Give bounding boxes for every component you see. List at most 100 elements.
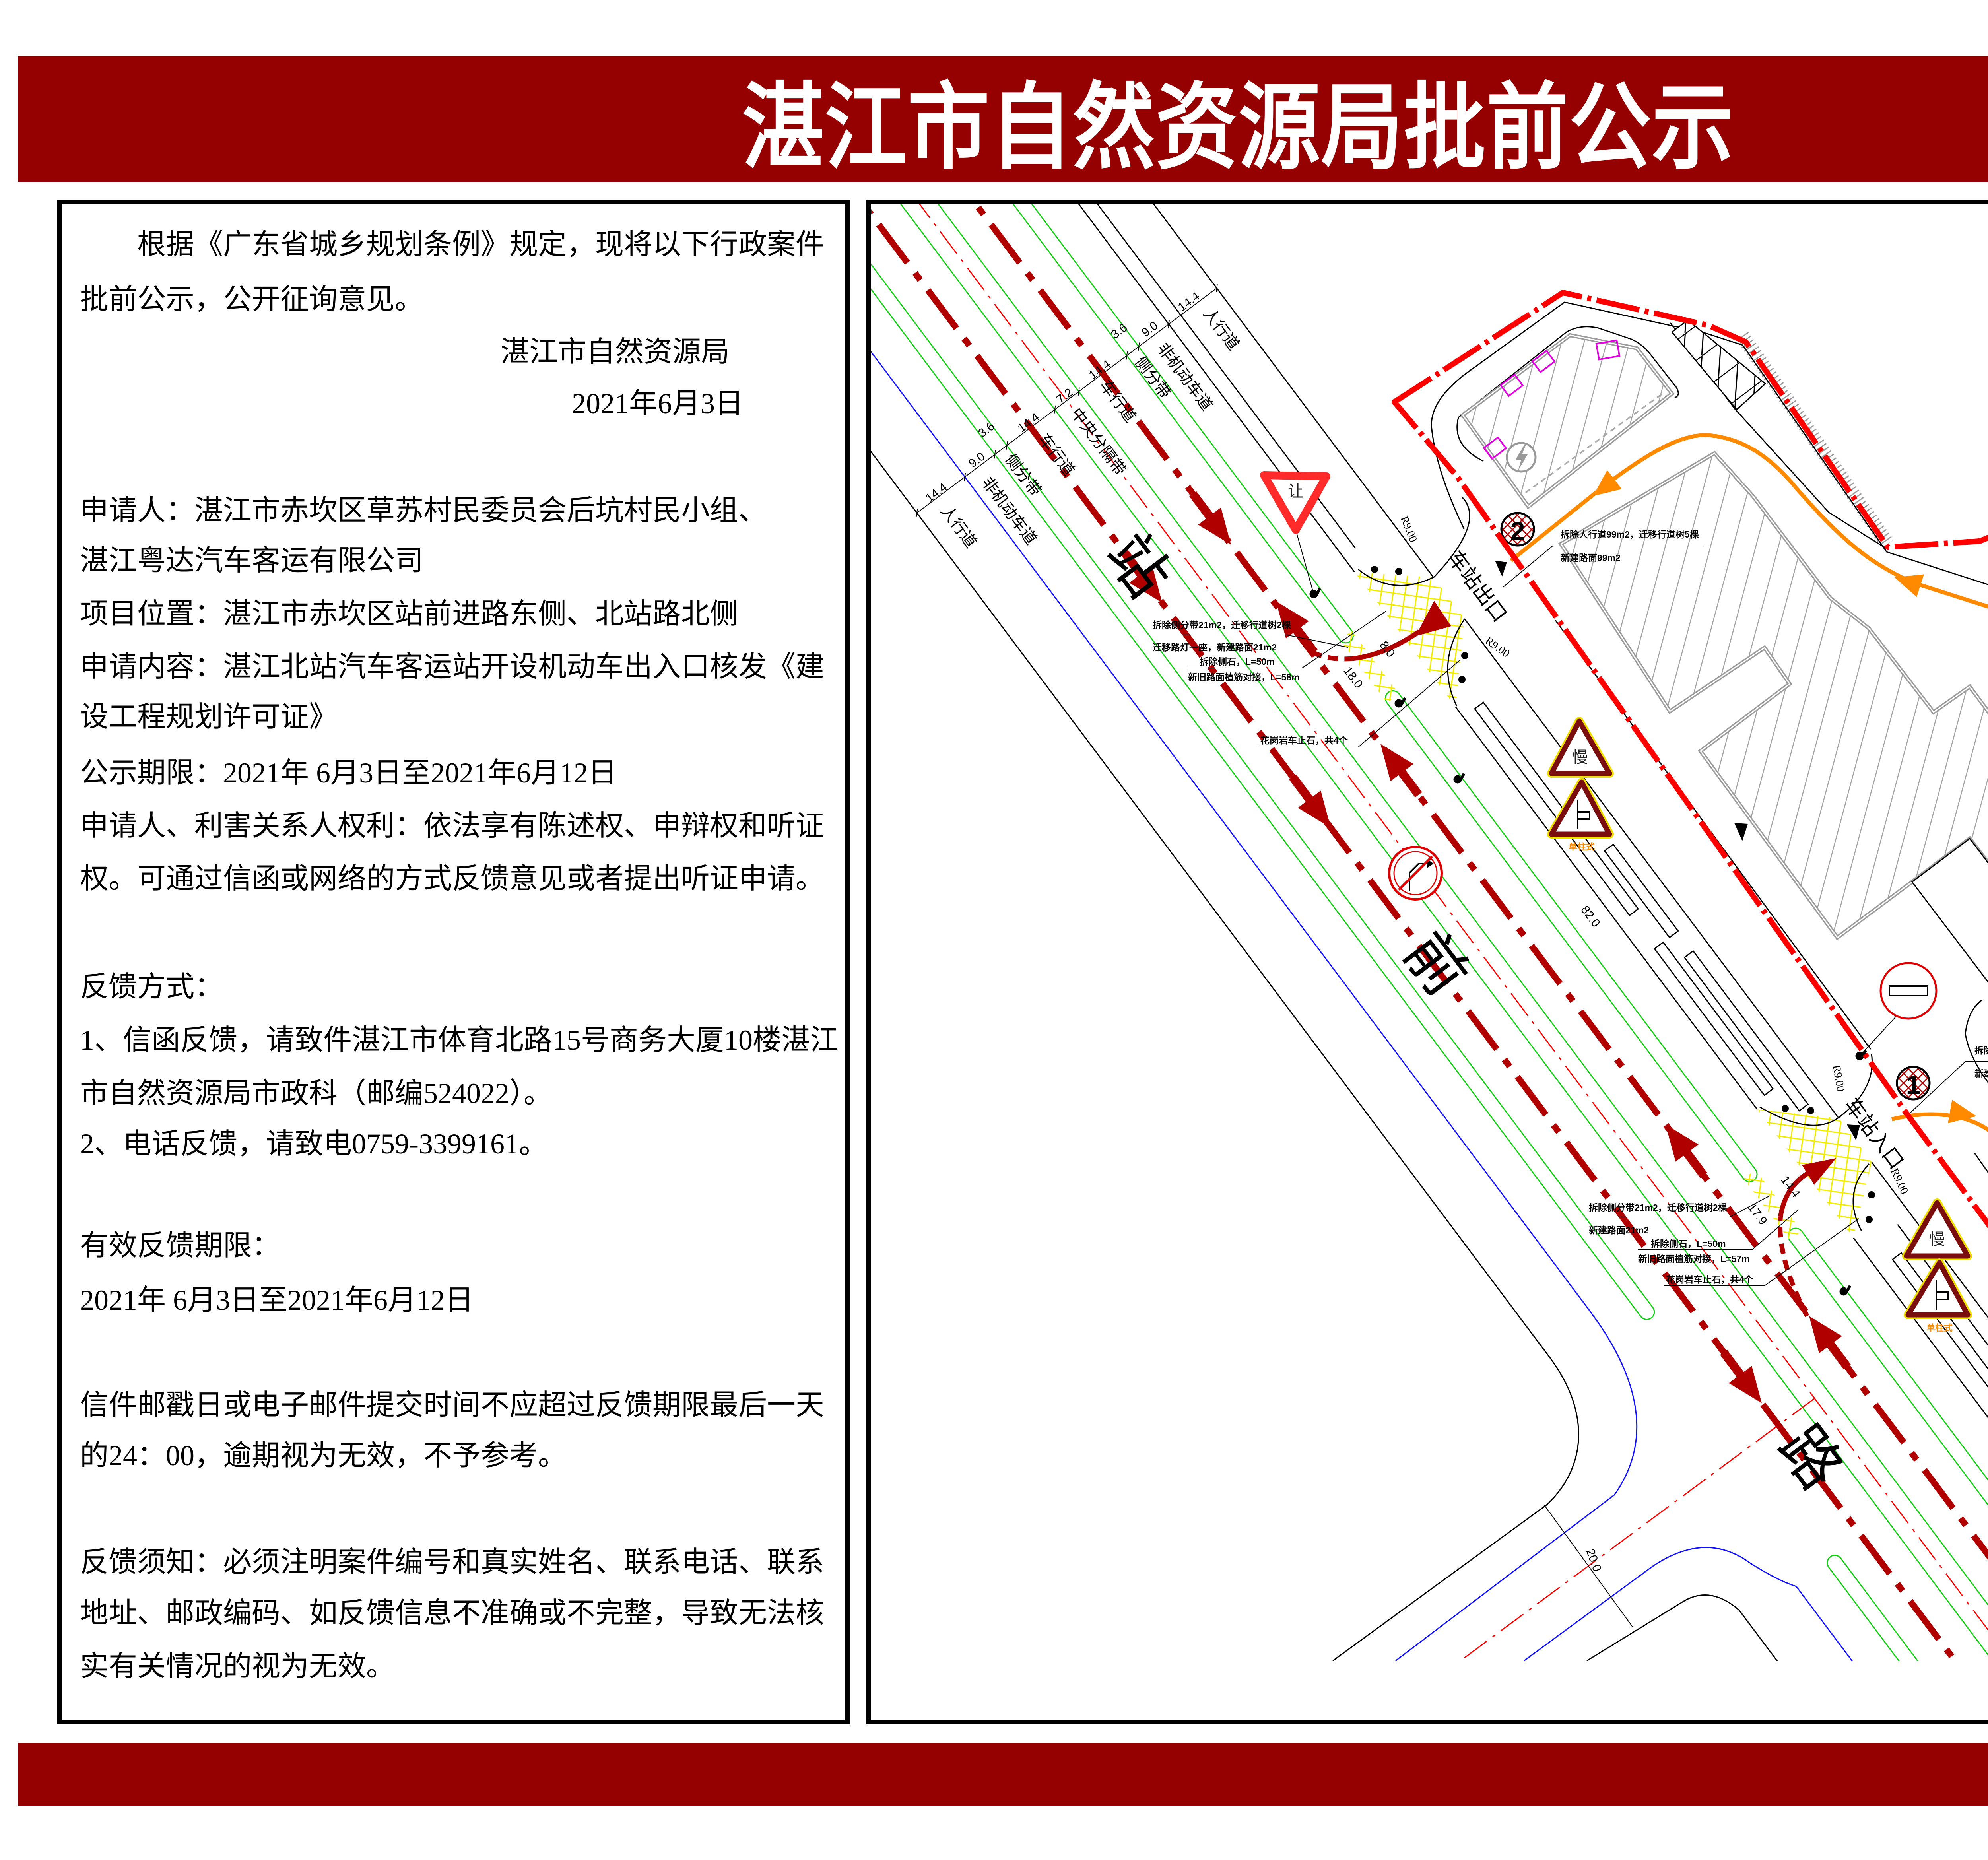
exit-note: 花岗岩车止石，共4个 bbox=[1260, 735, 1348, 746]
arrow-up-icon bbox=[1276, 601, 1318, 655]
footer-banner bbox=[18, 1743, 1988, 1806]
requirements-line: 反馈须知：必须注明案件编号和真实姓名、联系电话、联系 bbox=[80, 1546, 825, 1578]
cross-section-dimension-line bbox=[913, 284, 1221, 517]
lane-marking-east bbox=[972, 204, 1988, 1560]
notice-intro-line: 根据《广东省城乡规划条例》规定，现将以下行政案件 bbox=[137, 229, 825, 260]
exit-note: 新旧路面植筋对接，L=58m bbox=[1188, 672, 1300, 682]
exit-note: 迁移路灯一座，新建路面21m2 bbox=[1153, 642, 1277, 652]
entrance-marker-number: 1 bbox=[1906, 1070, 1921, 1099]
rights-line: 申请人、利害关系人权利：依法享有陈述权、申辩权和听证 bbox=[80, 810, 825, 842]
rights-line: 权。可通过信函或网络的方式反馈意见或者提出听证申请。 bbox=[80, 863, 825, 895]
turning-paths bbox=[1311, 629, 1810, 1317]
yield-sign-text: 让 bbox=[1288, 483, 1304, 500]
side-road bbox=[1332, 1312, 1815, 1661]
feedback-mail-line: 1、信函反馈，请致件湛江市体育北路15号商务大厦10楼湛江 bbox=[80, 1024, 839, 1056]
lane-marking-west bbox=[871, 209, 1958, 1661]
entrance-note: 拆除侧石，L=50m bbox=[1651, 1239, 1726, 1249]
arrow-down-icon bbox=[1120, 549, 1163, 603]
street-lamps bbox=[1309, 588, 1868, 1296]
entrance-sidewalk-note: 拆除人行道92m2，迁移行道树5棵 bbox=[1974, 1045, 1988, 1056]
flow-arrow-icon bbox=[1948, 1099, 1977, 1124]
feedback-mail-line: 市自然资源局市政科（邮编524022）。 bbox=[80, 1078, 553, 1109]
tree-points bbox=[1371, 566, 1875, 1223]
exit-sidewalk-note: 新建路面99m2 bbox=[1561, 553, 1621, 563]
traffic-arrows bbox=[1120, 491, 1851, 1403]
flow-arrow-icon bbox=[1593, 470, 1622, 496]
exit-sidewalk-note: 拆除人行道99m2，迁移行道树5棵 bbox=[1561, 529, 1699, 540]
t-junction-sign bbox=[1904, 1258, 1972, 1319]
notice-panel bbox=[57, 200, 850, 1724]
requirements-line: 地址、邮政编码、如反馈信息不准确或不完整，导致无法核 bbox=[80, 1597, 825, 1629]
entrance-marker-circle: 1 bbox=[1896, 1066, 1931, 1101]
sign-post-type: 单柱式 bbox=[1569, 842, 1595, 852]
turn-arrowhead-icon bbox=[1802, 1158, 1836, 1185]
entrance-note: 花岗岩车止石，共4个 bbox=[1666, 1274, 1754, 1285]
entrance-note: 拆除侧分带21m2，迁移行道树2棵 bbox=[1589, 1202, 1727, 1213]
valid-period-heading: 有效反馈期限： bbox=[80, 1230, 281, 1262]
arrow-up-icon bbox=[1380, 744, 1422, 798]
slow-down-sign: 慢 bbox=[1902, 1198, 1972, 1260]
page-title: 湛江市自然资源局批前公示 bbox=[742, 73, 1735, 183]
vehicle-circulation bbox=[1509, 433, 1988, 1132]
entrance-note: 新旧路面植筋对接，L=57m bbox=[1638, 1254, 1750, 1264]
parking-strip bbox=[1671, 319, 1767, 411]
notice-intro-line: 批前公示，公开征询意见。 bbox=[80, 283, 424, 315]
arrow-down-icon bbox=[1289, 774, 1331, 828]
publicity-period: 公示期限：2021年 6月3日至2021年6月12日 bbox=[80, 757, 617, 789]
charging-station-icon bbox=[1506, 442, 1537, 473]
deadline-note-line: 的24：00，逾期视为无效，不予参考。 bbox=[80, 1440, 567, 1472]
planters bbox=[1475, 691, 1988, 1655]
slow-sign-text: 慢 bbox=[1572, 749, 1588, 766]
ev-parking-spots bbox=[1483, 339, 1621, 460]
slow-down-sign: 慢 bbox=[1547, 717, 1614, 778]
feedback-phone: 2、电话反馈，请致电0759-3399161。 bbox=[80, 1128, 547, 1160]
project-location: 项目位置：湛江市赤坎区站前进路东侧、北站路北侧 bbox=[80, 598, 739, 630]
header-banner: 湛江市自然资源局批前公示 bbox=[18, 56, 1988, 182]
site-boundary-line bbox=[1392, 290, 1988, 1229]
valid-period: 2021年 6月3日至2021年6月12日 bbox=[80, 1284, 474, 1316]
building-annex bbox=[1911, 837, 1988, 983]
flow-arrow-icon bbox=[1894, 574, 1924, 597]
exit-note: 拆除侧分带21m2，迁移行道树2棵 bbox=[1153, 620, 1291, 630]
sign-post-type: 单柱式 bbox=[1926, 1323, 1953, 1333]
curb-east bbox=[819, 0, 1988, 1757]
slow-sign-text: 慢 bbox=[1929, 1231, 1945, 1248]
notice-issue-date: 2021年6月3日 bbox=[572, 388, 744, 419]
applicant-line: 申请人：湛江市赤坎区草苏村民委员会后坑村民小组、 bbox=[80, 495, 767, 526]
exit-marker-number: 2 bbox=[1510, 516, 1525, 546]
curb-west bbox=[615, 10, 1988, 1860]
arrow-down-icon bbox=[1720, 1349, 1762, 1403]
direction-marker-icon bbox=[1734, 823, 1748, 841]
no-entry-sign bbox=[1879, 962, 1938, 1020]
charging-building bbox=[1456, 326, 1679, 510]
entrance-note: 新建路面21m2 bbox=[1589, 1225, 1649, 1235]
requirements-line: 实有关情况的视为无效。 bbox=[80, 1650, 395, 1682]
application-content-line: 申请内容：湛江北站汽车客运站开设机动车出入口核发《建 bbox=[80, 651, 825, 683]
direction-marker-icon bbox=[1847, 1124, 1860, 1140]
deadline-note-line: 信件邮戳日或电子邮件提交时间不应超过反馈期限最后一天 bbox=[80, 1389, 825, 1421]
exit-marker-circle: 2 bbox=[1500, 512, 1535, 547]
road-edge-west bbox=[567, 47, 1988, 1860]
direction-marker-icon bbox=[1495, 561, 1507, 577]
applicant-line: 湛江粤达汽车客运有限公司 bbox=[80, 545, 424, 577]
t-junction-sign bbox=[1547, 778, 1614, 839]
side-divider-west-south bbox=[1824, 1552, 1988, 1860]
no-right-turn-sign bbox=[1388, 846, 1443, 901]
bus-bay-curb bbox=[1965, 999, 1988, 1083]
arrow-up-icon bbox=[1809, 1316, 1851, 1370]
arrow-up-icon bbox=[1665, 1124, 1707, 1178]
annotation-leaders bbox=[1145, 546, 1988, 1286]
site-curb-northeast bbox=[1431, 301, 1988, 585]
yield-sign: 让 bbox=[1260, 471, 1330, 534]
notice-issuer: 湛江市自然资源局 bbox=[501, 336, 730, 368]
application-content-line: 设工程规划许可证》 bbox=[80, 701, 338, 733]
arrow-down-icon bbox=[1189, 491, 1231, 545]
exit-note: 拆除侧石，L=50m bbox=[1200, 656, 1275, 667]
entrance-sidewalk-note: 新建路面92m2 bbox=[1974, 1068, 1988, 1079]
curb-returns bbox=[1358, 496, 1873, 1231]
road-centerline bbox=[919, 204, 1988, 1631]
side-divider-west bbox=[645, 0, 1657, 1322]
feedback-heading: 反馈方式： bbox=[80, 971, 223, 1003]
turn-arrowhead-icon bbox=[1415, 601, 1451, 636]
